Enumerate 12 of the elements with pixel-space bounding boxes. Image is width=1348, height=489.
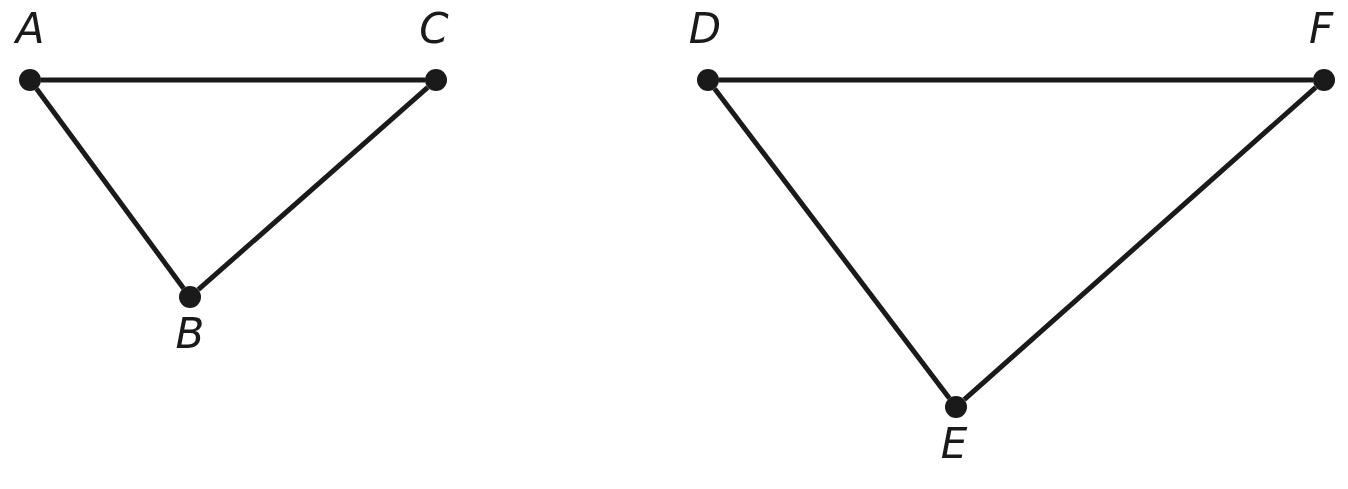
triangle-side	[41, 77, 425, 83]
triangle-side	[712, 87, 952, 400]
vertex-label: A	[15, 4, 45, 55]
triangle-side	[719, 77, 1313, 83]
vertex-label: B	[175, 309, 205, 360]
triangle-side	[34, 87, 186, 290]
triangle-side	[196, 85, 430, 292]
triangle-side	[962, 85, 1318, 402]
vertex-label: D	[688, 4, 722, 55]
vertex-label: C	[419, 4, 449, 55]
vertex-label: F	[1308, 4, 1334, 55]
vertex-label: E	[940, 419, 968, 470]
